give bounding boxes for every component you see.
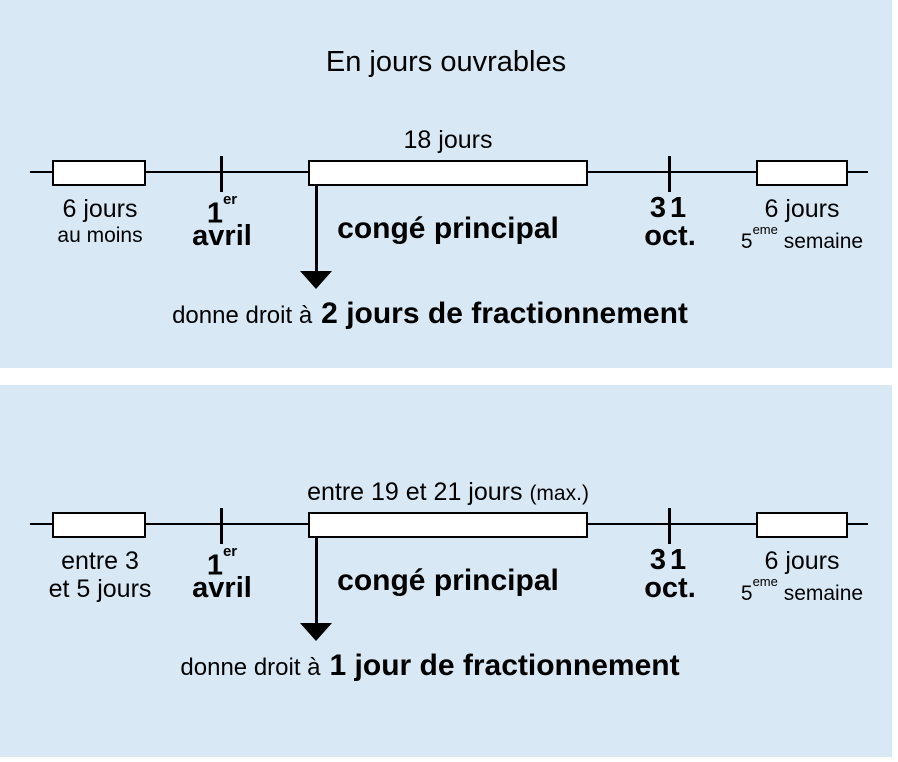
end-date-day: 31 (649, 192, 691, 224)
down-arrow-stem (315, 186, 318, 272)
day-ordinal-suffix: er (222, 542, 238, 560)
left-box-label-line2: au moins (57, 224, 143, 247)
week-ordinal-suffix: eme (752, 574, 778, 590)
right-period-box (756, 160, 848, 186)
down-arrow-icon (300, 623, 332, 641)
panel-reduced-split: entre 19 et 21 jours (max.) entre 3 et 5… (0, 385, 892, 757)
left-period-box (52, 160, 146, 186)
day-number: 1 (206, 549, 223, 582)
day-ordinal-suffix: er (222, 190, 238, 208)
start-date-month: avril (192, 572, 252, 604)
week-ordinal-suffix: eme (752, 222, 778, 238)
left-box-label-line2: et 5 jours (48, 575, 152, 603)
start-date-month: avril (192, 220, 252, 252)
main-holiday-box (308, 160, 588, 186)
left-box-label-line1: 6 jours (62, 195, 138, 223)
result-line: donne droit à 1 jour de fractionnement (0, 649, 876, 683)
right-box-label-line1: 6 jours (764, 547, 840, 575)
week-number: 5 (740, 582, 753, 605)
end-date-month: oct. (644, 572, 696, 604)
main-holiday-box (308, 512, 588, 538)
right-period-box (756, 512, 848, 538)
result-prefix: donne droit à (180, 654, 321, 681)
main-box-duration-label: entre 19 et 21 jours (max.) (300, 479, 596, 507)
main-box-label: congé principal (337, 564, 559, 597)
duration-text: entre 19 et 21 jours (307, 478, 530, 506)
end-date-day: 31 (649, 544, 691, 576)
tick-31-oct (668, 508, 671, 544)
panel-working-days: En jours ouvrables 18 jours 6 jours au m… (0, 0, 892, 368)
result-value: 2 jours de fractionnement (321, 297, 688, 330)
tick-1er-avril (220, 508, 223, 544)
panel-title: En jours ouvrables (325, 46, 567, 78)
right-box-label-line2: 5eme semaine (722, 574, 882, 605)
week-word: semaine (777, 230, 864, 253)
left-box-label-line1: entre 3 (61, 547, 139, 575)
duration-note: (max.) (529, 482, 589, 505)
down-arrow-stem (315, 538, 318, 624)
tick-1er-avril (220, 156, 223, 192)
down-arrow-icon (300, 271, 332, 289)
end-date-month: oct. (644, 220, 696, 252)
left-period-box (52, 512, 146, 538)
duration-text: 18 jours (403, 126, 493, 154)
tick-31-oct (668, 156, 671, 192)
day-number: 1 (206, 197, 223, 230)
main-box-duration-label: 18 jours (300, 127, 596, 154)
result-prefix: donne droit à (172, 302, 313, 329)
right-box-label-line1: 6 jours (764, 195, 840, 223)
right-box-label-line2: 5eme semaine (722, 222, 882, 253)
main-box-label: congé principal (337, 212, 559, 245)
result-value: 1 jour de fractionnement (329, 649, 680, 682)
week-number: 5 (740, 230, 753, 253)
week-word: semaine (777, 582, 864, 605)
start-date-day: 1er (157, 542, 287, 582)
start-date-day: 1er (157, 190, 287, 230)
result-line: donne droit à 2 jours de fractionnement (0, 297, 876, 331)
